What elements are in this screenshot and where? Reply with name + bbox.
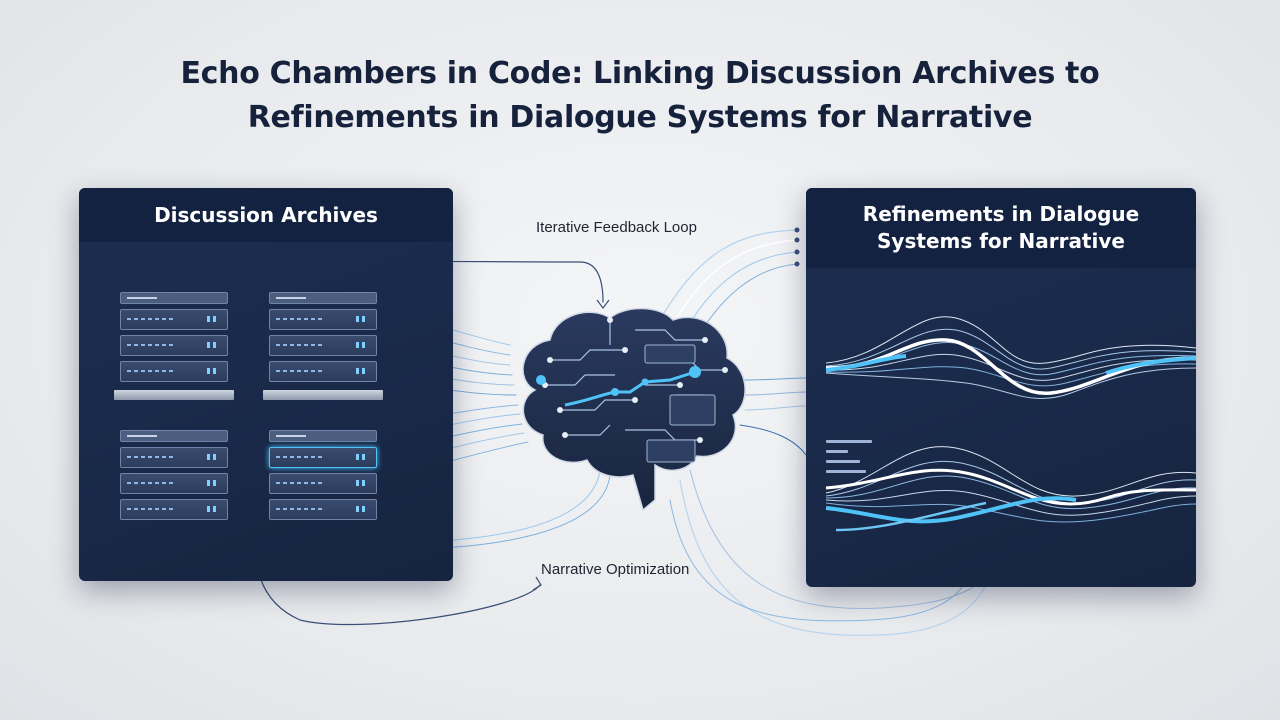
- server-rack-icon: [114, 292, 234, 400]
- dialogue-refinements-panel: Refinements in Dialogue Systems for Narr…: [806, 188, 1196, 587]
- title-line-1: Echo Chambers in Code: Linking Discussio…: [180, 56, 1100, 91]
- data-annotation-marks: [826, 440, 872, 480]
- server-rack-icon: [120, 430, 228, 525]
- server-rack-icon: [269, 430, 377, 525]
- discussion-archives-heading: Discussion Archives: [79, 188, 453, 242]
- page-title: Echo Chambers in Code: Linking Discussio…: [0, 52, 1280, 140]
- heading-line-1: Refinements in Dialogue: [862, 202, 1140, 226]
- heading-line-2: Systems for Narrative: [877, 229, 1125, 253]
- narrative-optimization-label: Narrative Optimization: [541, 561, 690, 578]
- sound-wave-icon: [825, 316, 1196, 532]
- iterative-feedback-label: Iterative Feedback Loop: [536, 219, 697, 236]
- title-line-2: Refinements in Dialogue Systems for Narr…: [247, 100, 1033, 135]
- dialogue-refinements-heading: Refinements in Dialogue Systems for Narr…: [806, 188, 1196, 268]
- discussion-archives-panel: Discussion Archives: [79, 188, 453, 581]
- circuit-brain-icon: [522, 307, 746, 512]
- server-rack-icon: [263, 292, 383, 400]
